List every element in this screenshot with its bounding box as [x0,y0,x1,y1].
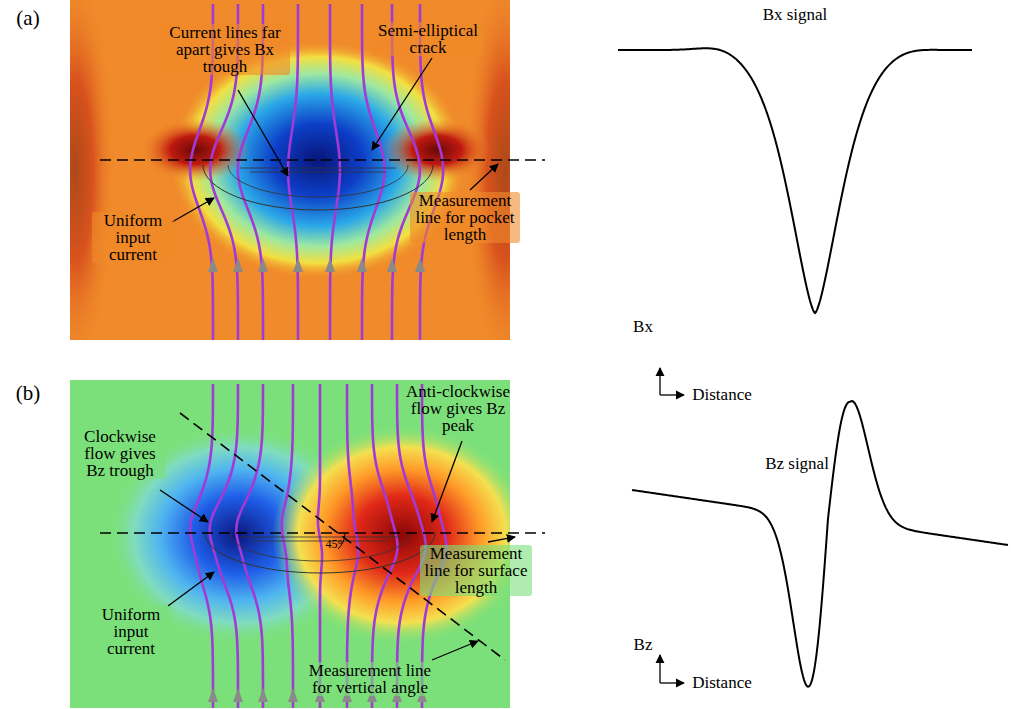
current-line [210,384,238,708]
plot-title: Bx signal [735,6,855,23]
axis-label: Distance [687,386,757,403]
crack-outline [203,165,433,210]
axis-arrow [659,655,660,683]
signal-plot [618,48,1008,686]
leader-arrow [238,90,288,176]
callout-text: Measurement line for surface length [420,545,532,596]
signal-curve [632,401,1008,687]
current-arrow [415,258,425,272]
callout-text: Uniform input current [90,606,172,657]
crack-outline [230,533,410,561]
callout-text: Semi-elliptical crack [372,22,484,56]
current-line [372,384,397,708]
current-arrow [208,258,218,272]
current-line [190,384,213,708]
callout-text: Uniform input current [92,212,174,263]
leader-arrow [488,537,515,542]
axis-label: Bz [628,636,658,653]
axis-arrow [660,682,684,683]
current-arrow [208,688,218,702]
measurement-line [180,413,505,660]
crack-outline [205,533,435,573]
current-line [347,384,358,708]
callout-text: Anti-clockwise flow gives Bz peak [398,383,518,434]
callout-text: Clockwise flow gives Bz trough [74,428,166,479]
plot-title: Bz signal [737,455,857,472]
callout-text: Measurement line for pocket length [410,192,520,243]
current-line [190,384,446,708]
panel-letter: (b) [8,383,48,404]
current-arrow [233,688,243,702]
crack-outline [240,168,396,172]
field-ground [70,0,510,340]
leader-arrow [168,572,214,606]
current-arrow [288,688,298,702]
measurement-line [100,532,545,534]
crack-outline [228,165,408,197]
measurement-line [100,159,545,161]
panel-letter: (a) [8,8,48,29]
leader-arrow [160,490,208,522]
field-map [70,380,510,708]
leader-arrow [432,641,478,660]
current-arrow [387,258,397,272]
field-lobe [70,0,115,340]
current-arrow [258,688,268,702]
current-arrow [258,258,268,272]
crack-outline [240,537,400,541]
current-arrow [233,258,243,272]
axis-arrow [660,368,684,683]
field-map [70,0,510,340]
leader-arrow [172,198,214,222]
callout-text: Current lines far apart gives Bx trough [160,24,290,75]
axis-arrow [660,394,684,395]
leader-arrow [470,164,498,190]
leader-arrow [432,441,462,522]
field-lobe [140,118,250,182]
current-arrow [293,258,303,272]
axis-arrow [659,368,660,395]
current-line [282,384,293,708]
current-arrow [357,258,367,272]
current-arrow [325,258,335,272]
angle-label: 45° [320,538,348,550]
signal-curve [618,48,972,313]
axis-label: Bx [628,318,658,335]
current-line [318,384,322,708]
field-lobe [382,118,492,182]
callout-text: Measurement line for vertical angle [300,662,440,696]
leader-arrow [372,58,432,150]
field-lobe [272,425,510,645]
axis-label: Distance [687,674,757,691]
